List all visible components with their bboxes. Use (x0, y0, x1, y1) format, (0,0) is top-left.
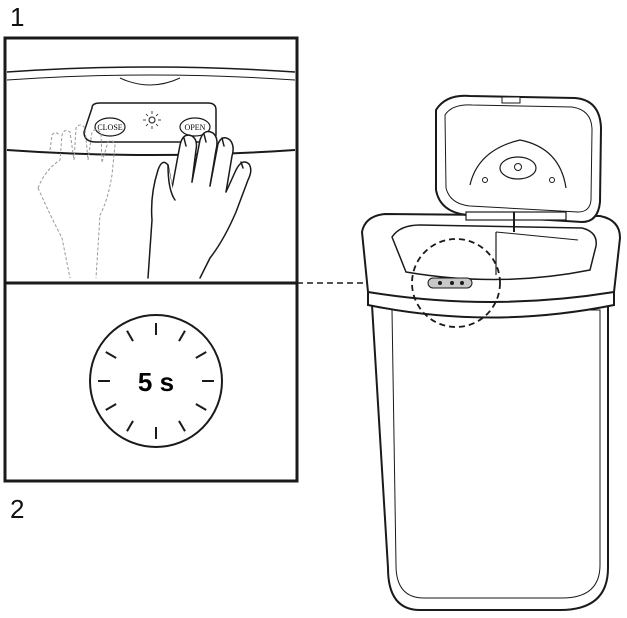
step-number-1: 1 (10, 2, 25, 32)
timer-clock-ticks (98, 323, 214, 439)
lid-screw (549, 177, 555, 183)
sensor-callout-circle (411, 238, 501, 328)
sensor-dot (450, 281, 454, 285)
timer-clock-icon (89, 314, 223, 448)
indicator-light-icon (143, 111, 161, 129)
trash-can-body (370, 304, 609, 611)
lid-screw (482, 177, 488, 183)
control-panel: CLOSE OPEN (83, 102, 217, 143)
trash-can-illustration (360, 94, 622, 611)
trash-can-opening (391, 224, 597, 281)
clock-tick (105, 403, 117, 411)
panel-1-lid-closeup: CLOSE OPEN (6, 66, 296, 279)
timer-label: 5 s (138, 367, 174, 397)
open-button[interactable] (179, 117, 211, 137)
lid-notch (119, 77, 181, 86)
sensor-dot (460, 281, 464, 285)
hand-motion-ghost-icon (37, 124, 116, 279)
clock-tick (105, 351, 117, 359)
trash-can-lid-inner (444, 104, 593, 213)
lid-edge-inner (6, 74, 296, 81)
trash-can-body-inner (391, 309, 601, 599)
clock-tick (195, 351, 207, 359)
hand-icon (147, 130, 252, 279)
sensor-dot (438, 281, 442, 285)
lid-mechanism-arc (469, 139, 567, 189)
open-button-label: OPEN (185, 123, 206, 132)
close-button-label: CLOSE (97, 123, 122, 132)
clock-tick (178, 420, 186, 432)
trash-can-inner-edge (495, 231, 579, 241)
lid-edge-top (6, 66, 296, 73)
lid-rim-bottom (6, 149, 296, 156)
clock-tick (126, 420, 134, 432)
lid-mechanism-pivot (514, 163, 522, 171)
step-number-2: 2 (10, 494, 25, 524)
lid-hinge (465, 211, 567, 221)
clock-tick (195, 403, 207, 411)
panel-2-timer: 5 s (89, 314, 223, 448)
close-button[interactable] (94, 117, 126, 137)
clock-tick (126, 330, 134, 342)
lid-latch (501, 96, 521, 104)
clock-tick (178, 330, 186, 342)
